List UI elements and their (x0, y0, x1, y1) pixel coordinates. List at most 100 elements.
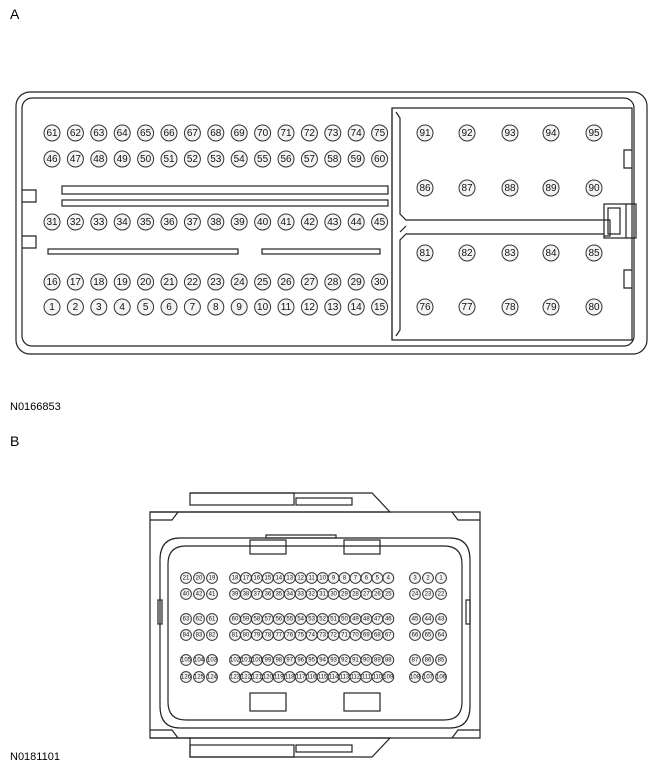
pin-number: 84 (183, 633, 190, 639)
pin-24: 24 (409, 588, 421, 600)
pin-25: 25 (382, 588, 395, 600)
pin-18: 18 (229, 572, 241, 584)
pin-number: 19 (209, 576, 216, 582)
pin-93: 93 (327, 654, 340, 666)
pin-87: 87 (409, 654, 421, 666)
pin-number: 41 (209, 592, 216, 598)
pin-64: 64 (113, 124, 131, 142)
pin-38: 38 (240, 588, 252, 600)
pin-110: 110 (371, 671, 384, 683)
pin-number: 119 (274, 675, 284, 681)
pin-75: 75 (371, 124, 389, 142)
pin-number: 26 (374, 592, 381, 598)
pin-1: 1 (435, 572, 447, 584)
pin-number: 23 (425, 592, 432, 598)
pin-16: 16 (251, 572, 263, 584)
panel-b-reference-code: N0181101 (10, 751, 60, 763)
pin-120: 120 (261, 671, 274, 683)
pin-number: 115 (318, 675, 328, 681)
pin-number: 70 (352, 633, 359, 639)
pin-39: 39 (230, 213, 248, 231)
pin-3: 3 (409, 572, 421, 584)
pin-63: 63 (180, 613, 192, 625)
pin-number: 61 (209, 617, 216, 623)
pin-21: 21 (180, 572, 192, 584)
pin-2: 2 (422, 572, 434, 584)
pin-9: 9 (230, 298, 248, 316)
pin-62: 62 (66, 124, 84, 142)
pin-45: 45 (409, 613, 421, 625)
pin-number: 71 (341, 633, 348, 639)
pin-113: 113 (338, 671, 351, 683)
pin-97: 97 (283, 654, 296, 666)
pin-number: 74 (351, 128, 363, 139)
pin-number: 55 (257, 154, 269, 165)
pin-118: 118 (283, 671, 296, 683)
pin-73: 73 (316, 629, 329, 641)
pin-number: 46 (46, 154, 58, 165)
pin-47: 47 (66, 150, 84, 168)
pin-number: 31 (319, 592, 326, 598)
pin-83: 83 (193, 629, 205, 641)
pin-number: 52 (187, 154, 199, 165)
pin-number: 114 (329, 675, 339, 681)
pin-number: 78 (504, 302, 516, 313)
pin-number: 71 (280, 128, 292, 139)
pin-number: 20 (140, 277, 152, 288)
pin-45: 45 (371, 213, 389, 231)
pin-95: 95 (305, 654, 318, 666)
pin-number: 93 (504, 128, 516, 139)
pin-number: 99 (265, 658, 272, 664)
pin-number: 93 (330, 658, 337, 664)
pin-number: 50 (140, 154, 152, 165)
pin-number: 43 (438, 617, 445, 623)
pin-number: 54 (234, 154, 246, 165)
pin-number: 72 (330, 633, 337, 639)
pin-number: 40 (257, 217, 269, 228)
pin-number: 81 (419, 248, 431, 259)
pin-number: 118 (285, 675, 295, 681)
pin-number: 42 (304, 217, 316, 228)
pin-number: 21 (183, 576, 190, 582)
pin-31: 31 (43, 213, 61, 231)
pin-72: 72 (300, 124, 318, 142)
pin-19: 19 (113, 273, 131, 291)
pin-number: 38 (210, 217, 222, 228)
pin-number: 61 (46, 128, 58, 139)
pin-4: 4 (113, 298, 131, 316)
pin-number: 63 (93, 128, 105, 139)
pin-number: 75 (374, 128, 386, 139)
pin-number: 125 (194, 675, 205, 681)
pin-number: 72 (304, 128, 316, 139)
pin-84: 84 (542, 244, 560, 262)
pin-108: 108 (409, 671, 421, 683)
pin-number: 2 (426, 576, 430, 582)
pin-number: 43 (327, 217, 339, 228)
pin-100: 100 (251, 654, 263, 666)
pin-20: 20 (137, 273, 155, 291)
pin-number: 9 (332, 576, 336, 582)
pin-29: 29 (347, 273, 365, 291)
pin-number: 53 (308, 617, 315, 623)
pin-number: 66 (412, 633, 419, 639)
pin-number: 51 (330, 617, 337, 623)
pin-77: 77 (272, 629, 285, 641)
pin-number: 67 (187, 128, 199, 139)
pin-number: 50 (341, 617, 348, 623)
pin-number: 16 (46, 277, 58, 288)
pin-65: 65 (422, 629, 434, 641)
pin-number: 77 (461, 302, 473, 313)
pin-7: 7 (349, 572, 362, 584)
pin-37: 37 (251, 588, 263, 600)
pin-number: 105 (181, 658, 192, 664)
pin-3: 3 (90, 298, 108, 316)
pin-number: 48 (93, 154, 105, 165)
pin-number: 15 (265, 576, 272, 582)
pin-62: 62 (193, 613, 205, 625)
pin-number: 28 (352, 592, 359, 598)
pin-number: 64 (117, 128, 129, 139)
pin-80: 80 (240, 629, 252, 641)
pin-78: 78 (261, 629, 274, 641)
pin-57: 57 (300, 150, 318, 168)
pin-number: 77 (275, 633, 282, 639)
